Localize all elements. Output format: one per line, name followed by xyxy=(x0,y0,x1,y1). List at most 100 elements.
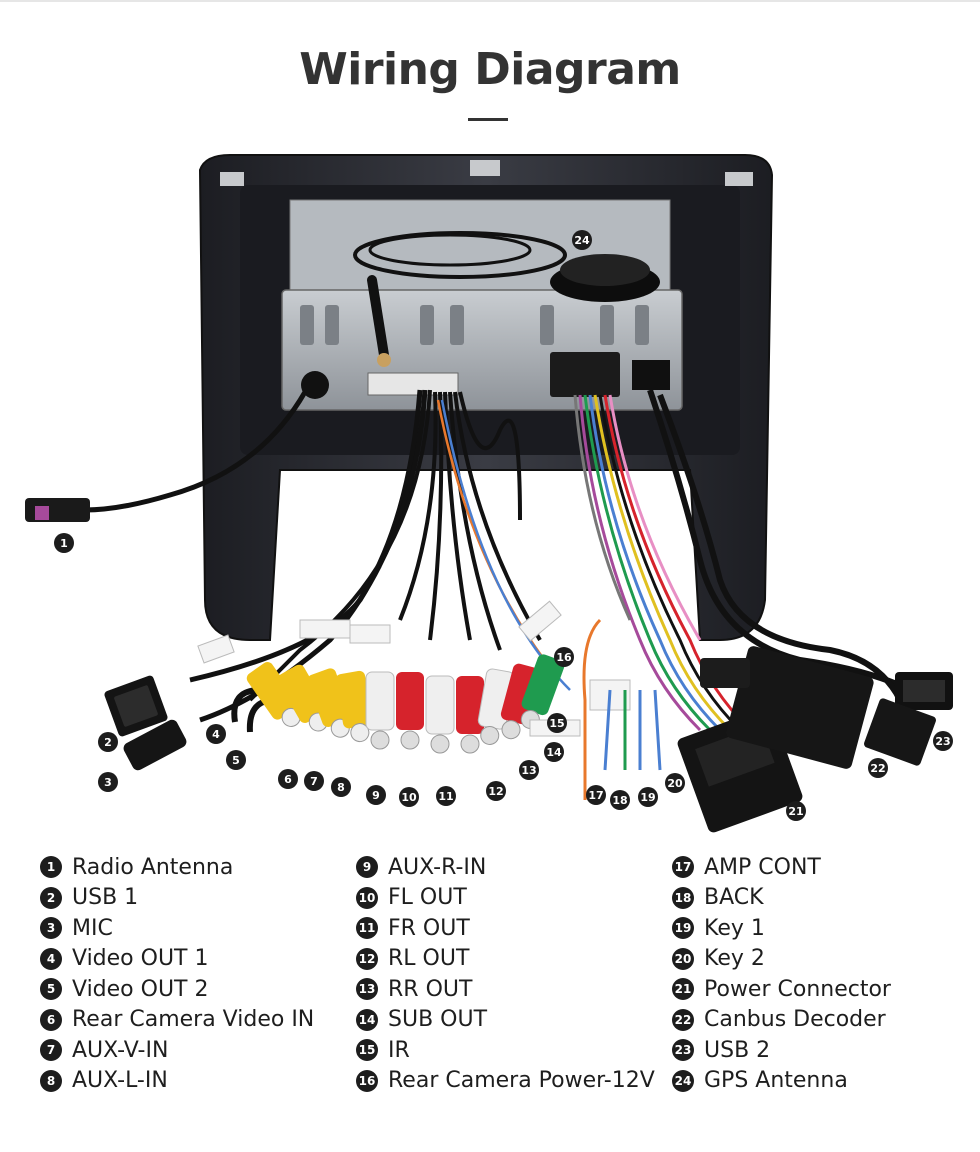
legend-label: USB 2 xyxy=(704,1037,771,1063)
svg-text:7: 7 xyxy=(310,775,318,788)
marker-13: 13 xyxy=(519,760,539,780)
svg-text:13: 13 xyxy=(521,764,536,777)
svg-text:14: 14 xyxy=(546,746,562,759)
marker-21: 21 xyxy=(786,801,806,821)
svg-text:17: 17 xyxy=(588,789,603,802)
legend-number: 18 xyxy=(672,886,694,909)
wiring-photo: 1 2 3 4 5 6 7 8 9 10 11 12 13 14 15 16 1… xyxy=(25,154,953,833)
marker-1: 1 xyxy=(54,533,74,553)
marker-23: 23 xyxy=(933,731,953,751)
legend-item: 11 FR OUT xyxy=(356,913,655,944)
svg-text:15: 15 xyxy=(549,717,564,730)
legend-label: FL OUT xyxy=(388,885,467,911)
svg-text:18: 18 xyxy=(612,794,627,807)
photo-markers: 1 2 3 4 5 6 7 8 9 10 11 12 13 14 15 16 1… xyxy=(54,230,953,821)
svg-text:2: 2 xyxy=(104,736,112,749)
svg-text:1: 1 xyxy=(60,537,68,550)
legend-number: 3 xyxy=(40,917,62,940)
svg-text:21: 21 xyxy=(788,805,803,818)
page-title: Wiring Diagram xyxy=(299,44,681,95)
svg-text:8: 8 xyxy=(337,781,345,794)
marker-8: 8 xyxy=(331,777,351,797)
legend-number: 16 xyxy=(356,1069,378,1092)
svg-text:20: 20 xyxy=(667,777,683,790)
legend-number: 14 xyxy=(356,1008,378,1031)
legend-label: Rear Camera Power-12V xyxy=(388,1068,655,1094)
legend-label: Radio Antenna xyxy=(72,854,234,880)
marker-7: 7 xyxy=(304,771,324,791)
svg-text:4: 4 xyxy=(212,728,220,741)
marker-9: 9 xyxy=(366,785,386,805)
legend-number: 1 xyxy=(40,856,62,879)
marker-12: 12 xyxy=(486,781,506,801)
legend-label: USB 1 xyxy=(72,885,139,911)
legend-item: 23 USB 2 xyxy=(672,1035,891,1066)
legend-label: Video OUT 2 xyxy=(72,976,209,1002)
usb2-connector xyxy=(864,672,953,766)
legend-number: 2 xyxy=(40,886,62,909)
svg-text:24: 24 xyxy=(574,234,590,247)
legend-label: Video OUT 1 xyxy=(72,946,209,972)
svg-text:11: 11 xyxy=(438,790,453,803)
svg-text:9: 9 xyxy=(372,789,380,802)
legend-number: 9 xyxy=(356,856,378,879)
legend-label: MIC xyxy=(72,915,113,941)
legend-number: 13 xyxy=(356,978,378,1001)
legend-label: AMP CONT xyxy=(704,854,821,880)
legend-label: FR OUT xyxy=(388,915,470,941)
legend-number: 17 xyxy=(672,856,694,879)
usb1-connector xyxy=(104,675,168,737)
legend-number: 15 xyxy=(356,1039,378,1062)
wifi-antenna xyxy=(367,275,391,367)
marker-5: 5 xyxy=(226,750,246,770)
marker-3: 3 xyxy=(98,772,118,792)
marker-24: 24 xyxy=(572,230,592,250)
legend-number: 10 xyxy=(356,886,378,909)
legend-label: Canbus Decoder xyxy=(704,1007,886,1033)
svg-text:6: 6 xyxy=(284,773,292,786)
svg-text:16: 16 xyxy=(556,651,572,664)
legend-number: 8 xyxy=(40,1069,62,1092)
marker-2: 2 xyxy=(98,732,118,752)
power-harness xyxy=(573,389,912,800)
av-harness xyxy=(189,389,571,723)
legend-number: 19 xyxy=(672,917,694,940)
legend-item: 17 AMP CONT xyxy=(672,852,891,883)
legend-label: Power Connector xyxy=(704,976,891,1002)
svg-text:19: 19 xyxy=(640,791,655,804)
legend-item: 16 Rear Camera Power-12V xyxy=(356,1066,655,1097)
marker-10: 10 xyxy=(399,787,419,807)
svg-text:23: 23 xyxy=(935,735,950,748)
legend-label: RR OUT xyxy=(388,976,473,1002)
legend-label: RL OUT xyxy=(388,946,470,972)
rca-plugs xyxy=(246,654,565,754)
legend-label: GPS Antenna xyxy=(704,1068,848,1094)
legend-number: 11 xyxy=(356,917,378,940)
title-underline xyxy=(468,118,508,121)
legend-number: 21 xyxy=(672,978,694,1001)
marker-4: 4 xyxy=(206,724,226,744)
mic-connector xyxy=(123,719,187,771)
svg-text:22: 22 xyxy=(870,762,885,775)
marker-17: 17 xyxy=(586,785,606,805)
legend-label: AUX-L-IN xyxy=(72,1068,168,1094)
svg-text:5: 5 xyxy=(232,754,240,767)
legend-label: Rear Camera Video IN xyxy=(72,1007,315,1033)
legend-number: 7 xyxy=(40,1039,62,1062)
legend-item: 8 AUX-L-IN xyxy=(40,1066,314,1097)
legend-label: AUX-R-IN xyxy=(388,854,487,880)
marker-15: 15 xyxy=(547,713,567,733)
legend-item: 13 RR OUT xyxy=(356,974,655,1005)
legend-number: 23 xyxy=(672,1039,694,1062)
marker-6: 6 xyxy=(278,769,298,789)
marker-18: 18 xyxy=(610,790,630,810)
